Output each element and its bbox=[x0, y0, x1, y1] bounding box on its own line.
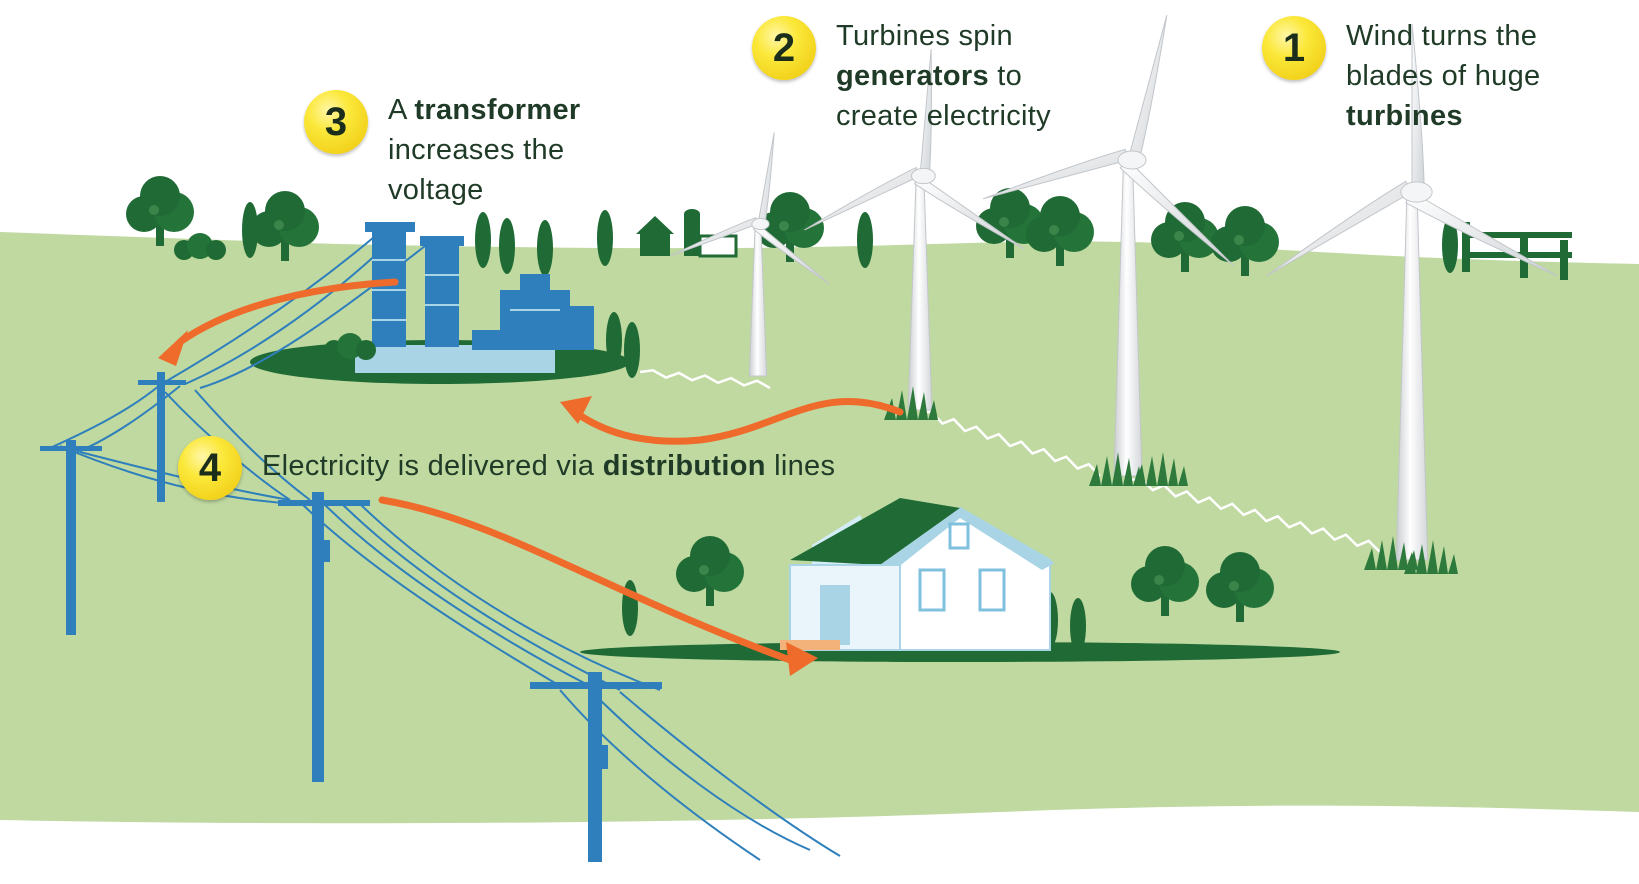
turbine-hub bbox=[751, 217, 770, 231]
caption-line: blades of huge bbox=[1346, 60, 1541, 92]
wind-turbine bbox=[1266, 23, 1558, 561]
step-3: 3 A transformer increases the voltage bbox=[304, 90, 580, 210]
caption-line: create electricity bbox=[836, 100, 1051, 132]
underground-cables bbox=[639, 369, 1381, 553]
ground-lower bbox=[0, 805, 1639, 884]
step-number-badge: 4 bbox=[178, 436, 242, 500]
turbine-hub bbox=[1400, 181, 1433, 203]
caption-line: increases the bbox=[388, 134, 565, 166]
step-caption: Electricity is delivered via distributio… bbox=[262, 446, 835, 486]
turbine-hub bbox=[911, 167, 936, 185]
wind-turbine bbox=[670, 132, 830, 377]
caption-line: voltage bbox=[388, 174, 484, 206]
step-caption: Turbines spin generators to create elect… bbox=[836, 16, 1051, 136]
house-icon bbox=[580, 498, 1340, 662]
utility-pole-icon bbox=[40, 372, 662, 862]
step-caption: A transformer increases the voltage bbox=[388, 90, 580, 210]
arrow-heads bbox=[158, 330, 818, 676]
transformer-substation-icon bbox=[250, 222, 640, 384]
step-4: 4 Electricity is delivered via distribut… bbox=[178, 436, 835, 500]
caption-bold-term: transformer bbox=[414, 94, 581, 126]
caption-line: Wind turns the bbox=[1346, 20, 1538, 52]
caption-text: Electricity is delivered via bbox=[262, 450, 603, 482]
step-number-badge: 3 bbox=[304, 90, 368, 154]
turbine-blade bbox=[804, 166, 921, 231]
step-2: 2 Turbines spin generators to create ele… bbox=[752, 16, 1051, 136]
step-1: 1 Wind turns the blades of huge turbines bbox=[1262, 16, 1540, 136]
caption-line: Turbines spin bbox=[836, 20, 1013, 52]
step-number-badge: 1 bbox=[1262, 16, 1326, 80]
caption-text: A bbox=[388, 94, 415, 126]
caption-bold-term: generators bbox=[836, 60, 989, 92]
step-number-badge: 2 bbox=[752, 16, 816, 80]
turbine-blade bbox=[752, 223, 830, 285]
turbine-blade bbox=[982, 148, 1129, 200]
caption-bold-term: turbines bbox=[1346, 100, 1463, 132]
turbine-blade bbox=[913, 175, 1025, 250]
wind-turbine bbox=[804, 48, 1025, 411]
caption-bold-term: distribution bbox=[602, 450, 766, 482]
turbine-hub bbox=[1117, 150, 1147, 170]
caption-text: lines bbox=[765, 450, 836, 482]
turbine-blade bbox=[1405, 191, 1558, 277]
step-caption: Wind turns the blades of huge turbines bbox=[1346, 16, 1540, 136]
turbine-blade bbox=[670, 216, 759, 257]
caption-text: to bbox=[988, 60, 1023, 92]
flow-arrows bbox=[176, 278, 904, 664]
turbine-blade bbox=[1266, 180, 1413, 277]
turbine-blade bbox=[1119, 159, 1235, 267]
turbine-blade bbox=[1127, 14, 1168, 164]
